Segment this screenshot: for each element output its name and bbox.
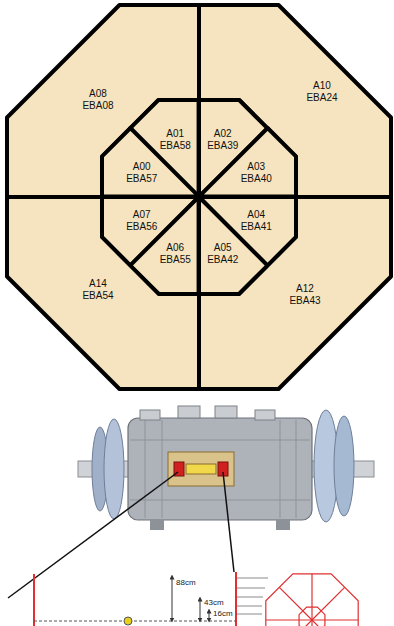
- module-label: A03 EBA40: [241, 161, 272, 185]
- module-label: A08 EBA08: [82, 88, 113, 112]
- module-label: A10 EBA24: [306, 80, 337, 104]
- schematic-view: [34, 572, 358, 626]
- sector-shape: [199, 197, 391, 389]
- inner-sector: A00 EBA57: [99, 125, 202, 200]
- module-label: A07 EBA56: [126, 209, 157, 233]
- atlas-detector: [78, 406, 374, 530]
- module-label: A04 EBA41: [241, 209, 272, 233]
- module-label: A00 EBA57: [126, 161, 157, 185]
- module-label: A01 EBA58: [160, 128, 191, 152]
- module-label: A05 EBA42: [207, 242, 238, 266]
- dimension-label: 88cm: [175, 578, 197, 587]
- inner-sector: A03 EBA40: [196, 125, 299, 200]
- dimension-label: 16cm: [212, 609, 234, 618]
- sector-outline: [196, 194, 394, 392]
- sector-shape: [7, 5, 199, 197]
- outer-sector: A12 EBA43: [196, 194, 394, 392]
- sector-shape: [7, 197, 199, 389]
- sector-shape: [199, 5, 391, 197]
- sector-shape: [199, 128, 296, 197]
- module-label: A02 EBA39: [207, 128, 238, 152]
- dimension-label: 43cm: [203, 598, 225, 607]
- module-label: A12 EBA43: [289, 283, 320, 307]
- module-label: A06 EBA55: [160, 242, 191, 266]
- module-label: A14 EBA54: [82, 278, 113, 302]
- leader-line: [223, 472, 234, 572]
- sector-shape: [102, 128, 199, 197]
- outer-sector: A14 EBA54: [4, 194, 202, 392]
